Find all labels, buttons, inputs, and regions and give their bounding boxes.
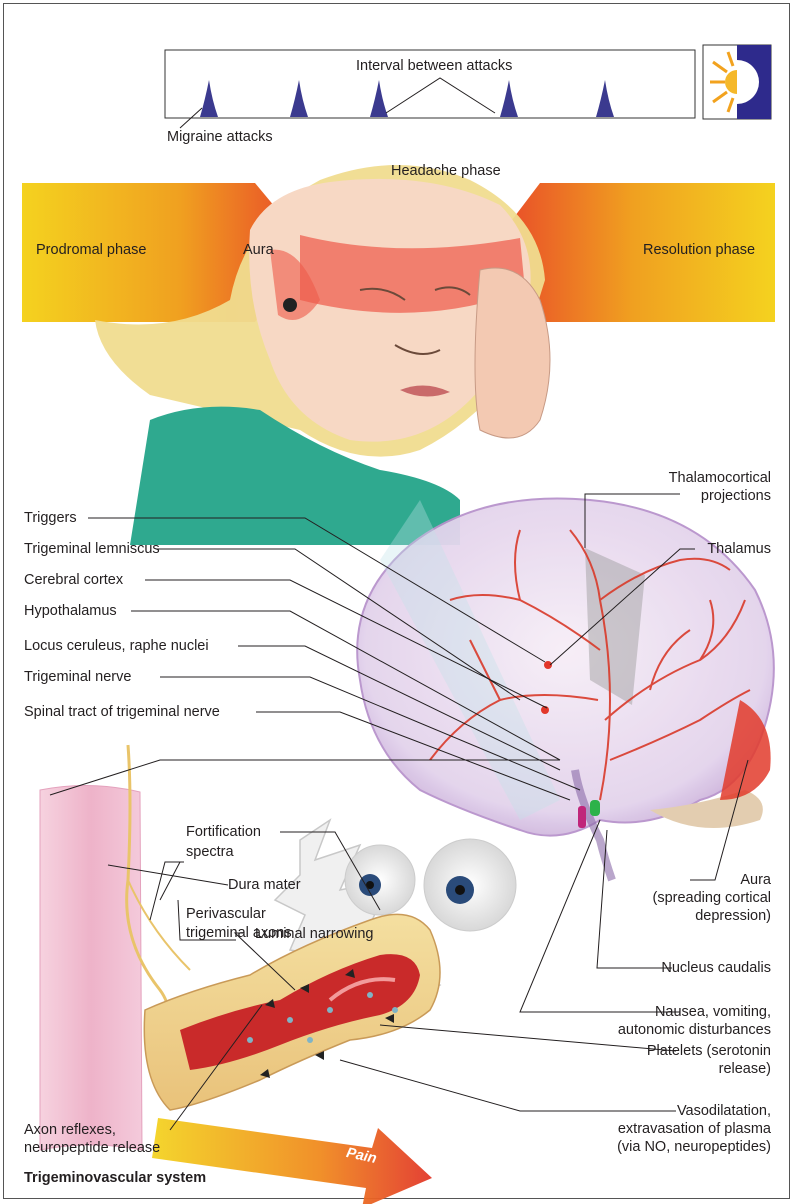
prodromal-phase-label: Prodromal phase (36, 242, 146, 259)
spinal-tract-label: Spinal tract of trigeminal nerve (24, 704, 220, 721)
aura-cortical-label-line2: (spreading cortical (653, 890, 771, 907)
nausea-label-line1: Nausea, vomiting, (655, 1004, 771, 1021)
aura-cortical-label-line3: depression) (695, 908, 771, 925)
migraine-attacks-label: Migraine attacks (167, 129, 273, 146)
aura-phase-label: Aura (243, 242, 274, 259)
cerebral-cortex-label: Cerebral cortex (24, 572, 123, 589)
vasodilatation-label-line1: Vasodilatation, (677, 1103, 771, 1120)
nucleus-caudalis-label: Nucleus caudalis (661, 960, 771, 977)
hypothalamus-label: Hypothalamus (24, 603, 117, 620)
axon-reflexes-label-line2: neuropeptide release (24, 1140, 160, 1157)
resolution-phase-label: Resolution phase (643, 242, 755, 259)
platelets-label-line2: release) (719, 1061, 771, 1078)
locus-ceruleus-label: Locus ceruleus, raphe nuclei (24, 638, 209, 655)
triggers-label: Triggers (24, 510, 77, 527)
day-night-icon (703, 45, 771, 119)
pain-arrow (152, 1118, 432, 1204)
perivascular-label-line1: Perivascular (186, 906, 266, 923)
fortification-label-line1: Fortification (186, 824, 261, 841)
nausea-label-line2: autonomic disturbances (618, 1022, 771, 1039)
aura-cortical-label-line1: Aura (740, 872, 771, 889)
fortification-label-line2: spectra (186, 844, 234, 861)
axon-reflexes-label-line1: Axon reflexes, (24, 1122, 116, 1139)
platelets-label-line1: Platelets (serotonin (647, 1043, 771, 1060)
interval-between-attacks-label: Interval between attacks (356, 58, 512, 75)
trigeminal-lemniscus-label: Trigeminal lemniscus (24, 541, 160, 558)
luminal-narrowing-label: Luminal narrowing (255, 926, 373, 943)
headache-phase-label: Headache phase (391, 163, 501, 180)
figure-caption: Trigeminovascular system (24, 1170, 206, 1187)
vasodilatation-label-line3: (via NO, neuropeptides) (617, 1139, 771, 1156)
thalamocortical-label-line2: projections (701, 488, 771, 505)
thalamocortical-label-line1: Thalamocortical (669, 470, 771, 487)
trigeminal-nerve-label: Trigeminal nerve (24, 669, 131, 686)
vasodilatation-label-line2: extravasation of plasma (618, 1121, 771, 1138)
dura-mater-label: Dura mater (228, 877, 301, 894)
thalamus-label: Thalamus (707, 541, 771, 558)
